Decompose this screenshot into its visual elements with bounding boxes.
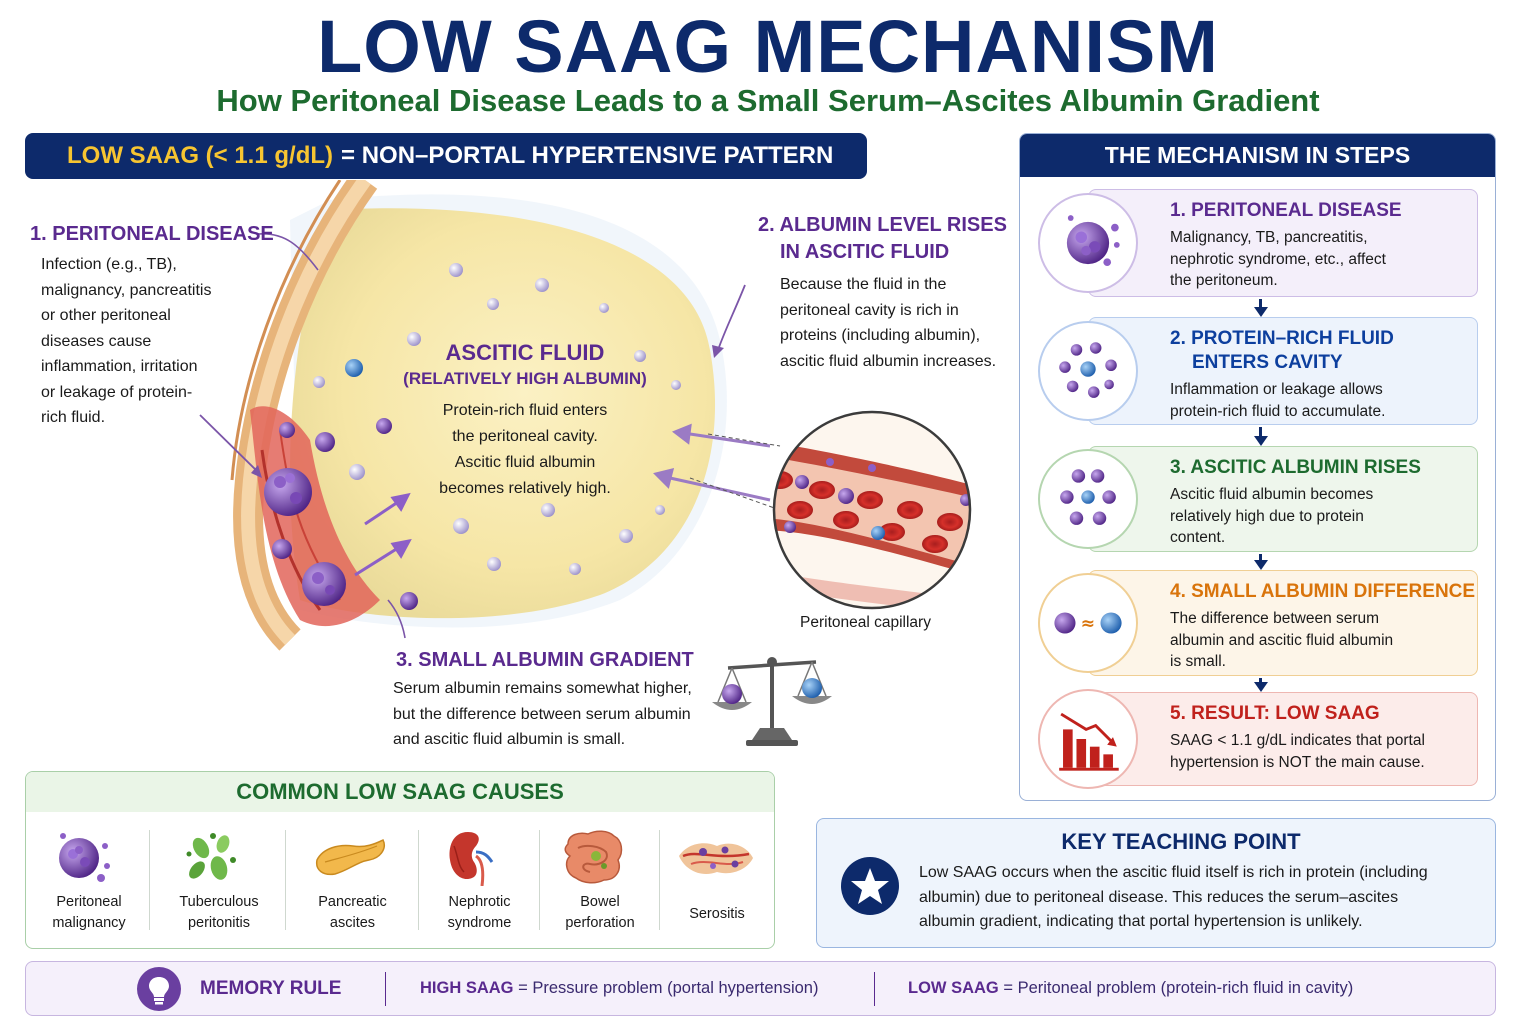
down-arrow-icon <box>1254 436 1268 446</box>
step-card <box>1088 446 1478 552</box>
memory-high-saag: HIGH SAAG = Pressure problem (portal hyp… <box>420 979 819 997</box>
step-body: Malignancy, TB, pancreatitis,nephrotic s… <box>1170 229 1386 289</box>
step-connector <box>1259 678 1262 682</box>
label2-title: 2. ALBUMIN LEVEL RISES IN ASCITIC FLUID <box>758 214 1007 263</box>
cause-divider <box>659 830 660 930</box>
step-icon-circle: ≈ <box>1038 573 1138 673</box>
key-point-body: Low SAAG occurs when the ascitic fluid i… <box>919 864 1428 930</box>
memory-rule-bar: MEMORY RULE HIGH SAAG = Pressure problem… <box>25 961 1496 1016</box>
declining-bar-chart-icon <box>1059 712 1119 771</box>
cause-divider <box>418 830 419 930</box>
capillary-label: Peritoneal capillary <box>800 614 931 631</box>
step-4: ≈ 4. SMALL ALBUMIN DIFFERENCE The differ… <box>1038 570 1478 676</box>
svg-text:≈: ≈ <box>1081 614 1095 634</box>
step-icon-circle <box>1038 449 1138 549</box>
intestine-icon <box>564 830 623 884</box>
memory-low-saag: LOW SAAG = Peritoneal problem (protein-r… <box>908 979 1354 997</box>
label2-body: Because the fluid in the peritoneal cavi… <box>780 276 997 370</box>
approx-equal-icon: ≈ <box>1054 612 1122 634</box>
step-connector <box>1259 299 1262 307</box>
label1-body: Infection (e.g., TB), malignancy, pancre… <box>41 256 212 426</box>
memory-divider <box>385 972 386 1006</box>
peritoneum-illustration <box>199 180 972 746</box>
memory-rule-title: MEMORY RULE <box>200 978 342 999</box>
page-subtitle: How Peritoneal Disease Leads to a Small … <box>216 83 1320 118</box>
down-arrow-icon <box>1254 307 1268 317</box>
bacteria-icon <box>186 833 236 880</box>
cause-divider <box>149 830 150 930</box>
step-icon-circle <box>1038 689 1138 789</box>
tumor-cell-icon <box>1066 215 1120 267</box>
peritoneal-capillary-icon <box>772 410 972 610</box>
step-icon-circle <box>1038 321 1138 421</box>
albumin-molecules-icon <box>1060 469 1116 525</box>
protein-molecules-icon <box>1059 342 1117 398</box>
mechanism-steps-panel: THE MECHANISM IN STEPS 1. PERITONEAL DIS… <box>1019 133 1496 801</box>
page-title: LOW SAAG MECHANISM <box>317 5 1219 88</box>
key-teaching-point: KEY TEACHING POINT Low SAAG occurs when … <box>816 818 1496 948</box>
step-card <box>1088 189 1478 297</box>
step-title: 1. PERITONEAL DISEASE <box>1170 200 1402 221</box>
step-connector <box>1259 427 1262 436</box>
ascitic-fluid-title: ASCITIC FLUID <box>445 340 605 365</box>
step-title: 4. SMALL ALBUMIN DIFFERENCE <box>1170 581 1476 602</box>
step-card <box>1088 692 1478 786</box>
steps-header: THE MECHANISM IN STEPS <box>1020 134 1495 177</box>
step-title: 3. ASCITIC ALBUMIN RISES <box>1170 457 1421 478</box>
banner-highlight: LOW SAAG (< 1.1 g/dL) <box>67 142 334 169</box>
pancreas-icon <box>315 838 385 876</box>
cause-divider <box>539 830 540 930</box>
leakage-arrows <box>354 492 412 577</box>
key-point-title: KEY TEACHING POINT <box>1061 829 1301 854</box>
peritoneal-diagram: 1. PERITONEAL DISEASE Infection (e.g., T… <box>0 180 1010 770</box>
tumor-cluster-icon <box>264 422 418 610</box>
down-arrow-icon <box>1254 560 1268 570</box>
lightbulb-icon <box>137 967 181 1011</box>
label1-title: 1. PERITONEAL DISEASE <box>30 223 274 245</box>
cause-divider <box>285 830 286 930</box>
step-5: 5. RESULT: LOW SAAG SAAG < 1.1 g/dL indi… <box>1038 689 1478 789</box>
inflamed-tissue-icon <box>679 843 753 875</box>
label3-title: 3. SMALL ALBUMIN GRADIENT <box>396 649 694 671</box>
ascitic-fluid-subtitle: (RELATIVELY HIGH ALBUMIN) <box>403 369 647 388</box>
step-icon-circle <box>1038 193 1138 293</box>
step-title: 5. RESULT: LOW SAAG <box>1170 703 1380 724</box>
step-1: 1. PERITONEAL DISEASE Malignancy, TB, pa… <box>1038 189 1478 297</box>
balance-scale-icon <box>712 657 832 746</box>
memory-divider <box>874 972 875 1006</box>
cause-label: Serositis <box>689 906 745 922</box>
step-card <box>1088 570 1478 676</box>
albumin-particles <box>313 263 681 575</box>
cause-6: Serositis <box>660 820 774 940</box>
star-icon <box>841 857 899 915</box>
step-connector <box>1259 554 1262 560</box>
ascitic-fluid-body: Protein-rich fluid enters the peritoneal… <box>439 402 611 497</box>
low-saag-banner: LOW SAAG (< 1.1 g/dL) = NON–PORTAL HYPER… <box>25 133 867 179</box>
kidney-icon <box>449 832 493 886</box>
down-arrow-icon <box>1254 682 1268 692</box>
label3-body: Serum albumin remains somewhat higher, b… <box>393 680 692 748</box>
step-3: 3. ASCITIC ALBUMIN RISES Ascitic fluid a… <box>1038 446 1478 552</box>
tumor-cell-icon <box>59 833 110 882</box>
banner-rest: = NON–PORTAL HYPERTENSIVE PATTERN <box>341 142 834 169</box>
causes-header: COMMON LOW SAAG CAUSES <box>26 772 774 812</box>
step-card <box>1088 317 1478 425</box>
